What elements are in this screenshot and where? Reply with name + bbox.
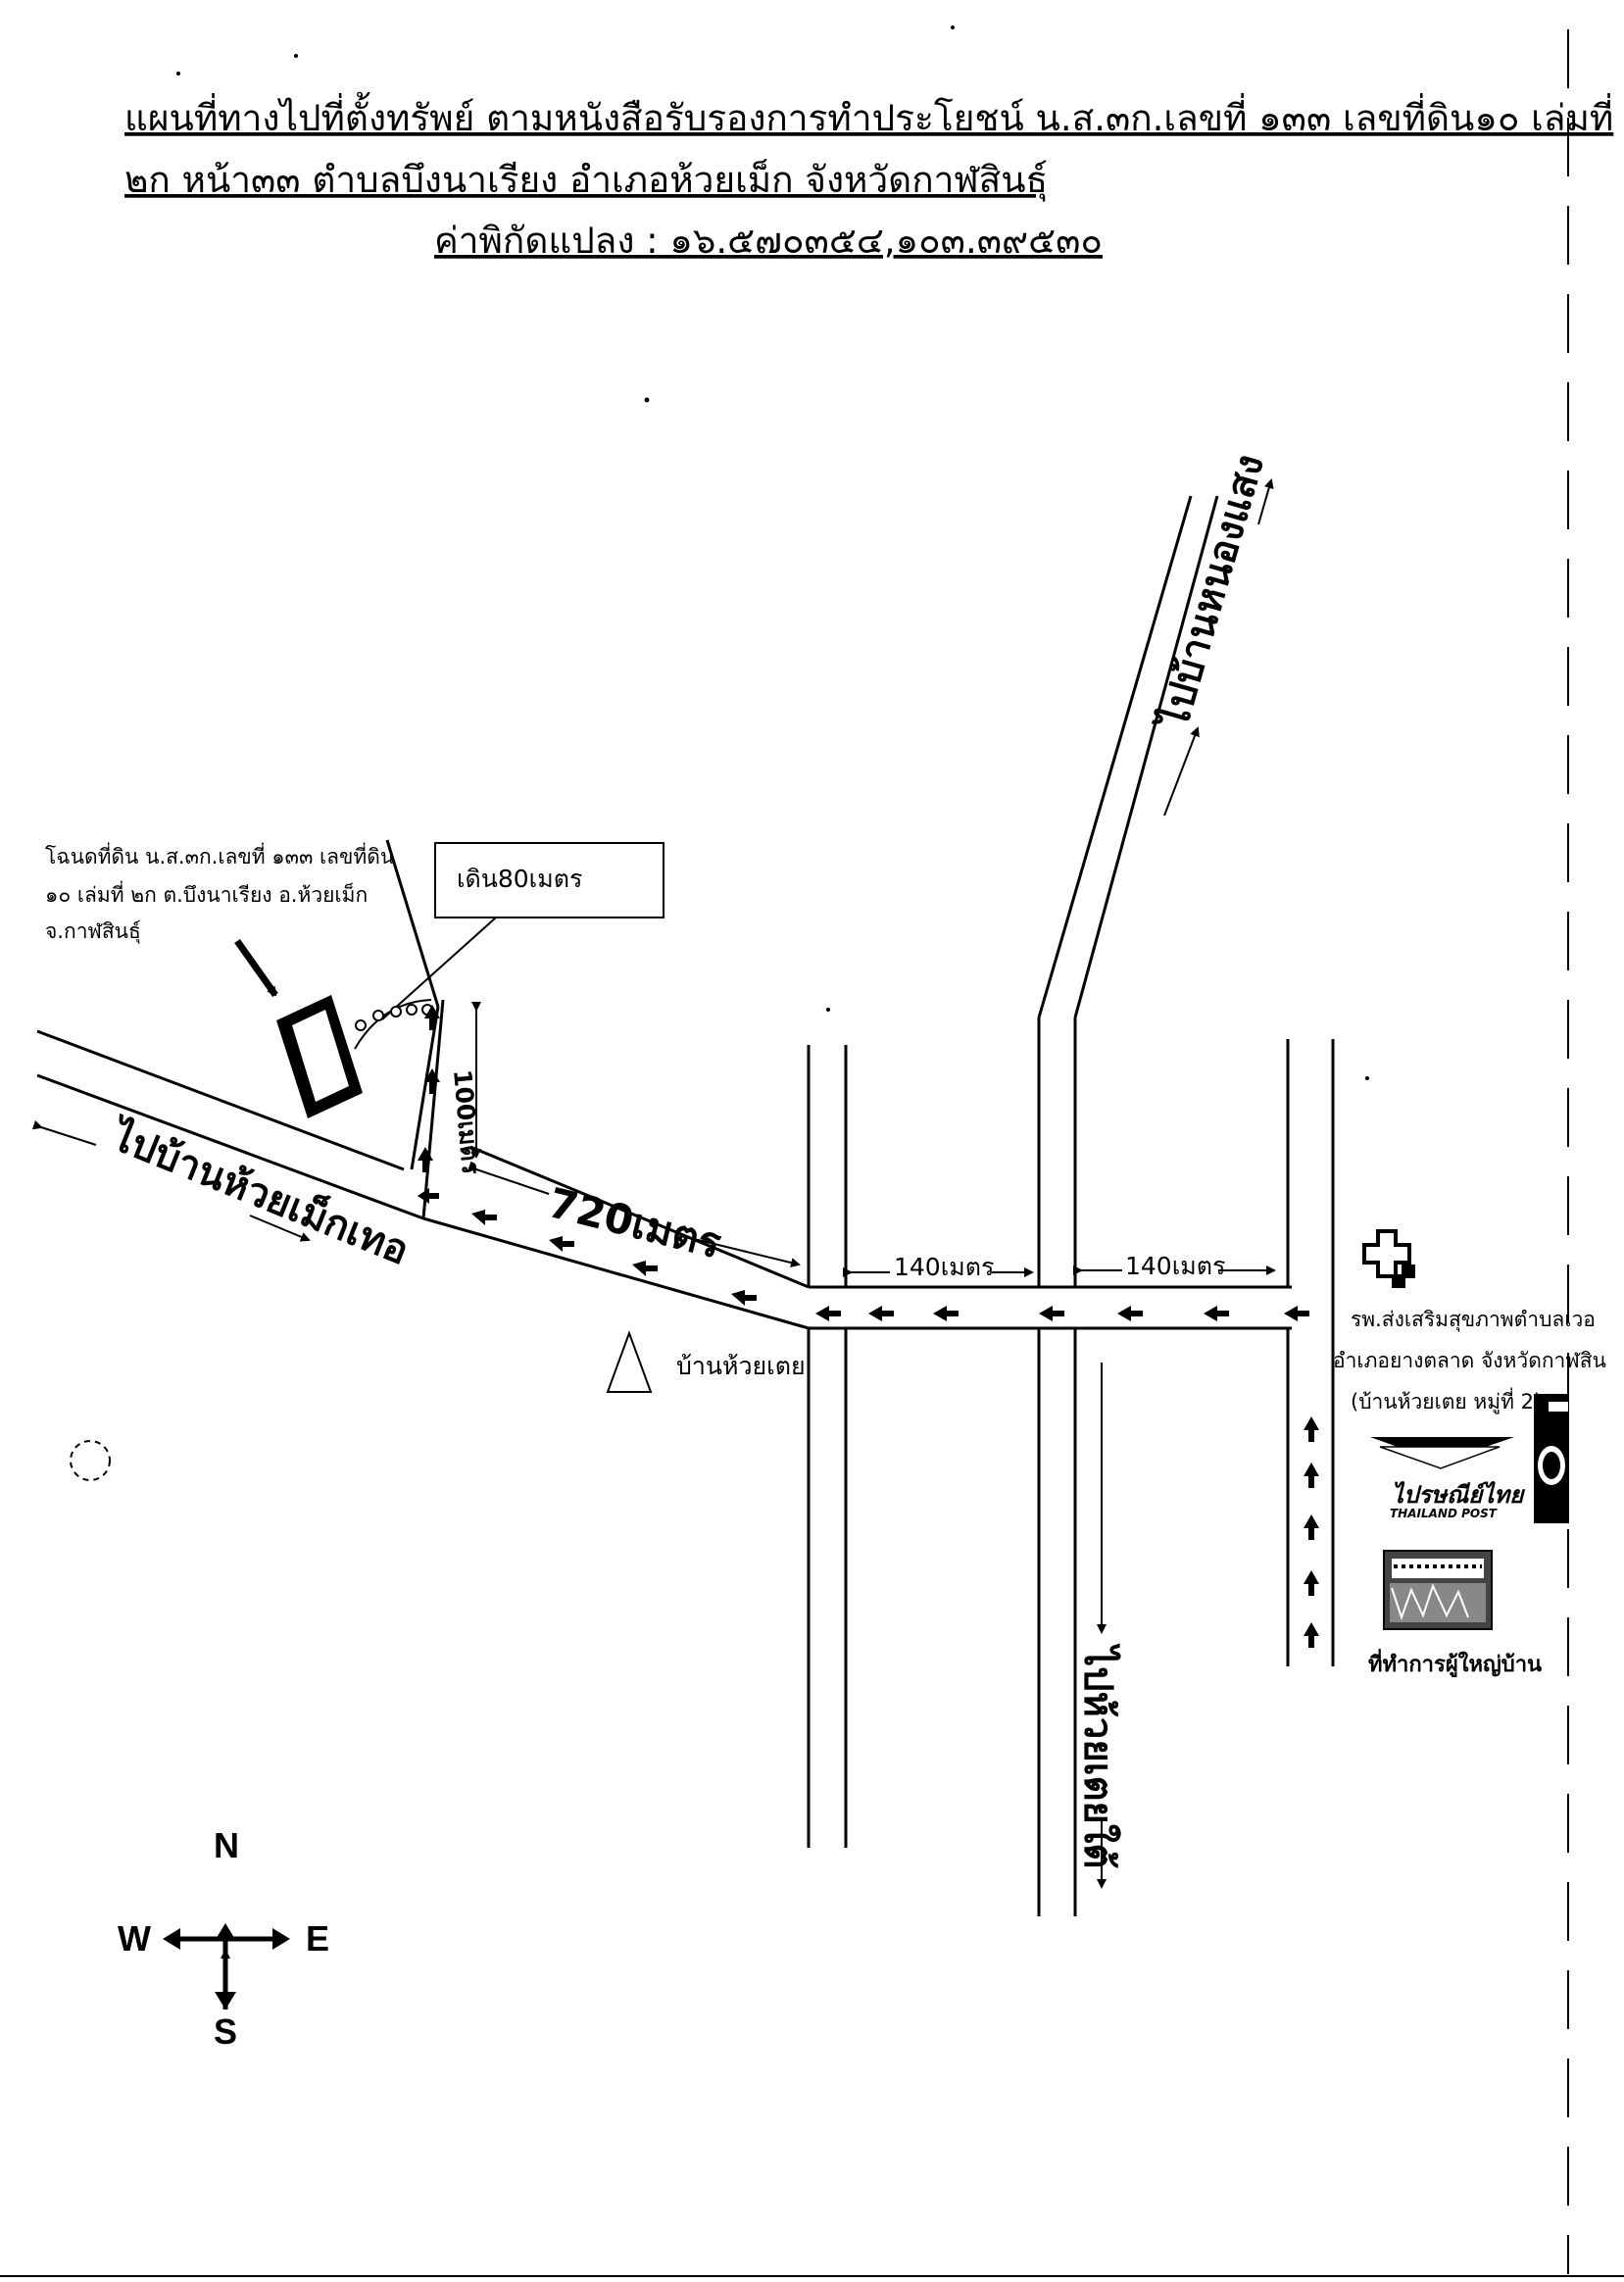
plot-label-line-1: โฉนดที่ดิน น.ส.๓ก.เลขที่ ๑๓๓ เลขที่ดิน (45, 842, 394, 868)
post-thai-text: ไปรษณีย์ไทย (1392, 1481, 1525, 1509)
dist-140m-a-label: 140เมตร (894, 1253, 994, 1281)
dist-100m-label: 100เมตร (448, 1068, 485, 1176)
plot-label-line-2: ๑๐ เล่มที่ ๒ก ต.บึงนาเรียง อ.ห้วยเม็ก (45, 880, 368, 907)
huai-mek-tao-arrow-left (31, 1119, 97, 1146)
compass-w-label: W (118, 1918, 151, 1959)
walk-box-leader (381, 917, 497, 1020)
dist-720m-left-arrow (467, 1162, 550, 1195)
scan-speck (826, 1008, 830, 1012)
road-label-huai-mek-tao: ไปบ้านห้วยเม็กเทอ (103, 1110, 417, 1273)
walking-path (354, 999, 432, 1050)
vertical-road-2 (1037, 495, 1219, 1916)
dist-720m-label: 720เมตร (544, 1178, 726, 1267)
plot-rectangle-icon (276, 995, 363, 1118)
compass-n-label: N (214, 1825, 239, 1865)
dist-140m-b-label: 140เมตร (1125, 1252, 1225, 1280)
plot-pointer-arrow (234, 938, 278, 998)
footstep-marks (355, 1004, 433, 1031)
village-label: บ้านห้วยเตย (676, 1352, 806, 1380)
route-direction-arrows (418, 1005, 1319, 1648)
hospital-line-1: รพ.ส่งเสริมสุขภาพตำบลเวอ (1351, 1308, 1596, 1332)
hospital-line-2: อำเภอยางตลาด จังหวัดกาฬสิน (1333, 1349, 1606, 1372)
east-road (809, 1285, 1292, 1330)
headman-office-label: ที่ทำการผู้ใหญ่บ้าน (1368, 1648, 1542, 1678)
compass-e-label: E (306, 1918, 329, 1959)
headman-office-photo-icon (1383, 1550, 1493, 1630)
walk-80m-text: เดิน80เมตร (457, 865, 582, 893)
dist-720m-right-arrow (685, 1236, 801, 1267)
road-label-huai-toei-tai: ไปห้วยเตยใต้ (1075, 1643, 1121, 1868)
scan-speck (176, 72, 180, 75)
walk-80m-box (434, 842, 664, 918)
hospital-line-3: (บ้านห้วยเตย หมู่ที่ 2) (1351, 1387, 1542, 1414)
nong-saeng-arrow-upper (1257, 478, 1274, 525)
scan-speck (644, 397, 650, 403)
mailbox-icon (1534, 1394, 1569, 1523)
plot-label-line-3: จ.กาฬสินธุ์ (45, 919, 141, 944)
compass-rose-icon (163, 1923, 290, 2009)
title-coordinates: ค่าพิกัดแปลง : ๑๖.๕๗๐๓๕๔,๑๐๓.๓๙๕๓๐ (434, 220, 1103, 262)
scan-artifact-circle (70, 1440, 111, 1481)
main-road (36, 1029, 810, 1330)
title-line-2: ๒ก หน้า๓๓ ตำบลบึงนาเรียง อำเภอห้วยเม็ก จ… (124, 157, 1048, 202)
triangle-village-icon (606, 1330, 653, 1393)
hospital-cross-icon (1362, 1229, 1415, 1288)
road-label-nong-saeng: ไปบ้านหนองแสง (1150, 449, 1273, 736)
scan-speck (294, 54, 298, 58)
compass-s-label: S (214, 2011, 237, 2052)
vertical-road-1 (807, 1045, 848, 1848)
scan-speck (951, 25, 955, 29)
vertical-road-3 (1286, 1039, 1335, 1666)
side-road-to-plot (385, 839, 445, 1219)
thailand-post-logo-icon: ไปรษณีย์ไทย THAILAND POST (1370, 1437, 1525, 1520)
title-line-1: แผนที่ทางไปที่ตั้งทรัพย์ ตามหนังสือรับรอ… (124, 91, 1613, 139)
nong-saeng-arrow-lower (1163, 726, 1200, 817)
huai-mek-tao-arrow-right (249, 1215, 311, 1242)
post-english-text: THAILAND POST (1390, 1507, 1498, 1520)
scan-speck (1365, 1076, 1369, 1080)
